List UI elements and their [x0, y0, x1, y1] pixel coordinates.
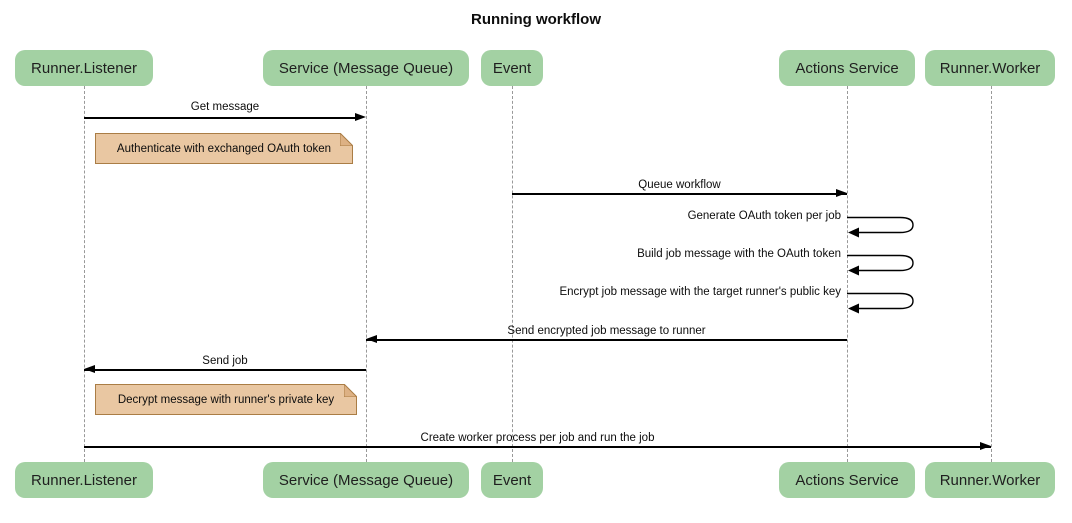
participant-runner-worker-bottom: Runner.Worker [925, 462, 1055, 498]
arrowhead-right-icon [355, 113, 366, 121]
participant-runner-worker-top: Runner.Worker [925, 50, 1055, 86]
participant-actions-service-top: Actions Service [779, 50, 915, 86]
self-loop-build-job-message [847, 254, 914, 276]
lifeline-runner-listener [84, 86, 85, 462]
self-loop-encrypt-job-message [847, 292, 914, 314]
arrowhead-right-icon [980, 442, 991, 450]
participant-runner-listener-top: Runner.Listener [15, 50, 153, 86]
lifeline-event [512, 86, 513, 462]
participant-service-message-queue-bottom: Service (Message Queue) [263, 462, 469, 498]
label-encrypt-job-message: Encrypt job message with the target runn… [559, 286, 841, 298]
diagram-title: Running workflow [471, 11, 601, 28]
label-send-encrypted-job-message: Send encrypted job message to runner [507, 325, 706, 337]
note-fold-icon [344, 384, 357, 397]
note-decrypt-text: Decrypt message with runner's private ke… [117, 393, 335, 406]
note-authenticate: Authenticate with exchanged OAuth token [95, 133, 353, 164]
participant-service-message-queue-top: Service (Message Queue) [263, 50, 469, 86]
participant-event-top: Event [481, 50, 543, 86]
lifeline-service-message-queue [366, 86, 367, 462]
arrow-send-job [84, 369, 366, 371]
arrowhead-right-icon [836, 189, 847, 197]
arrow-create-worker-process [84, 446, 991, 448]
note-decrypt: Decrypt message with runner's private ke… [95, 384, 357, 415]
label-build-job-message: Build job message with the OAuth token [637, 248, 841, 260]
label-get-message: Get message [190, 101, 260, 113]
label-generate-oauth-token: Generate OAuth token per job [687, 210, 841, 222]
arrowhead-left-icon [366, 335, 377, 343]
self-loop-generate-oauth-token [847, 216, 914, 238]
arrow-queue-workflow [512, 193, 847, 195]
arrow-send-encrypted-job-message [366, 339, 847, 341]
arrow-get-message [84, 117, 356, 119]
participant-runner-listener-bottom: Runner.Listener [15, 462, 153, 498]
arrowhead-left-icon [84, 365, 95, 373]
participant-event-bottom: Event [481, 462, 543, 498]
label-create-worker-process: Create worker process per job and run th… [420, 432, 655, 444]
lifeline-actions-service [847, 86, 848, 462]
label-queue-workflow: Queue workflow [638, 179, 721, 191]
label-send-job: Send job [202, 355, 248, 367]
lifeline-runner-worker [991, 86, 992, 462]
note-fold-icon [340, 133, 353, 146]
note-authenticate-text: Authenticate with exchanged OAuth token [116, 142, 332, 155]
participant-actions-service-bottom: Actions Service [779, 462, 915, 498]
